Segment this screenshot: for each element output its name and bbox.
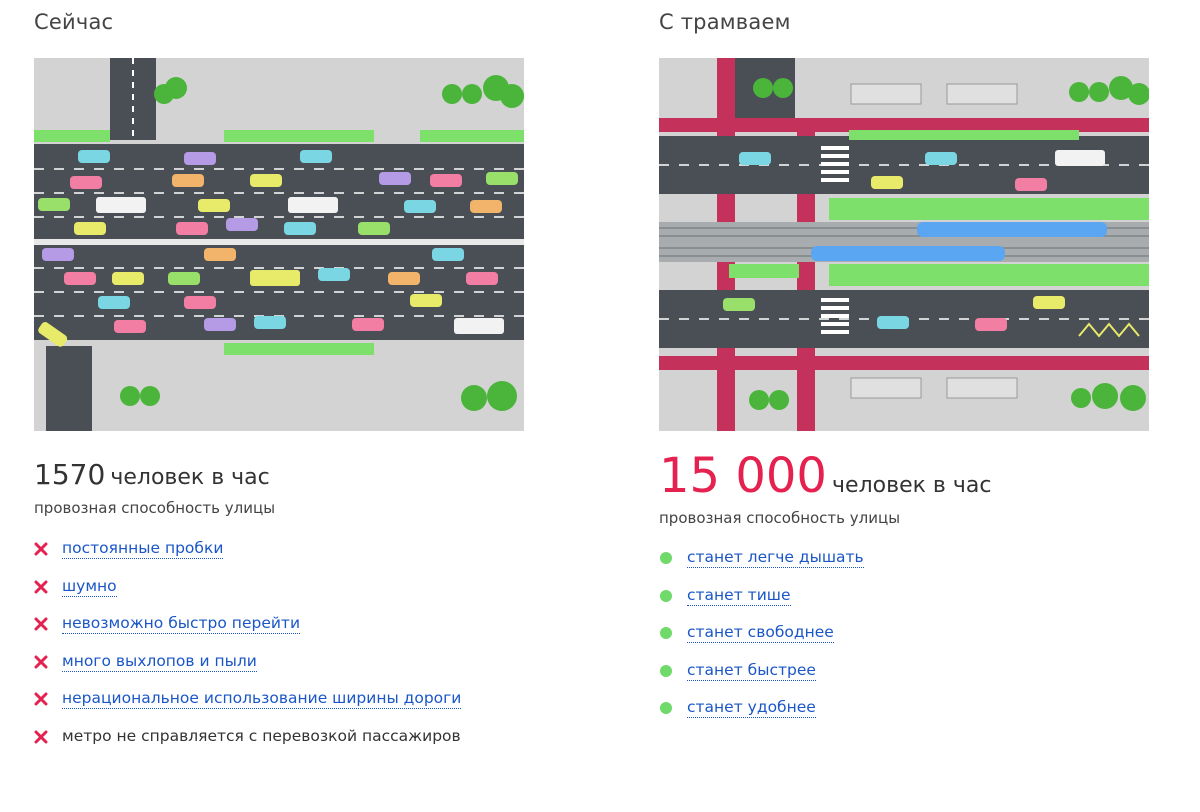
tram-icon (917, 222, 1107, 237)
car-icons (723, 150, 1105, 331)
column-current: Сейчас (34, 0, 524, 745)
benefit-list-item: станет быстрее (659, 661, 864, 699)
benefit-link[interactable]: станет быстрее (687, 660, 816, 681)
benefit-link[interactable]: станет свободнее (687, 623, 834, 643)
tram-capacity-caption: провозная способность улицы (659, 509, 901, 527)
benefit-list-item: станет тише (659, 586, 864, 624)
cross-icon (34, 689, 62, 709)
green-dot-icon (659, 698, 687, 718)
green-dot-icon (659, 586, 687, 606)
cross-icon (34, 577, 62, 597)
problem-list-item: постоянные пробки (34, 539, 461, 577)
problem-link[interactable]: нерациональное использование ширины доро… (62, 689, 462, 709)
problem-list-item: шумно (34, 577, 461, 615)
problem-list-item: невозможно быстро перейти (34, 614, 461, 652)
capacity-stat: 1570 человек в час (34, 458, 270, 491)
tree-icons (120, 75, 524, 411)
current-street-illustration (34, 58, 524, 431)
tree-icons (749, 76, 1149, 411)
problem-link[interactable]: шумно (62, 576, 117, 597)
column-title-with-tram: С трамваем (659, 10, 791, 34)
benefit-list-item: станет удобнее (659, 698, 864, 736)
green-dot-icon (659, 661, 687, 681)
cross-icon (34, 614, 62, 634)
benefits-list: станет легче дышать станет тише станет сво… (659, 548, 864, 736)
cross-icon (34, 727, 62, 747)
problem-list-item: метро не справляется с перевозкой пассаж… (34, 727, 461, 765)
tram-street-illustration (659, 58, 1149, 431)
car-icons (38, 150, 518, 347)
problem-link[interactable]: постоянные пробки (62, 539, 224, 559)
benefit-link[interactable]: станет удобнее (687, 698, 816, 718)
problem-list-item: нерациональное использование ширины доро… (34, 689, 462, 727)
tram-capacity-number: 15 000 (659, 448, 827, 504)
problem-link[interactable]: много выхлопов и пыли (62, 651, 257, 672)
problem-text: метро не справляется с перевозкой пассаж… (62, 726, 461, 745)
capacity-unit: человек в час (110, 465, 270, 490)
tram-capacity-stat: 15 000 человек в час (659, 448, 991, 504)
cross-icon (34, 539, 62, 559)
column-title-current: Сейчас (34, 10, 114, 34)
benefit-link[interactable]: станет легче дышать (687, 548, 864, 568)
benefit-list-item: станет легче дышать (659, 548, 864, 586)
benefit-list-item: станет свободнее (659, 623, 864, 661)
problems-list: постоянные пробки шумно невозможно быстро … (34, 539, 462, 765)
problem-list-item: много выхлопов и пыли (34, 652, 461, 690)
cross-icon (34, 652, 62, 672)
tram-capacity-unit: человек в час (832, 473, 992, 498)
benefit-link[interactable]: станет тише (687, 585, 791, 606)
capacity-caption: провозная способность улицы (34, 499, 276, 517)
tram-icon (811, 246, 1005, 261)
capacity-number: 1570 (34, 458, 106, 491)
green-dot-icon (659, 623, 687, 643)
column-with-tram: С трамваем (659, 0, 1149, 718)
problem-link[interactable]: невозможно быстро перейти (62, 614, 301, 634)
green-dot-icon (659, 548, 687, 568)
